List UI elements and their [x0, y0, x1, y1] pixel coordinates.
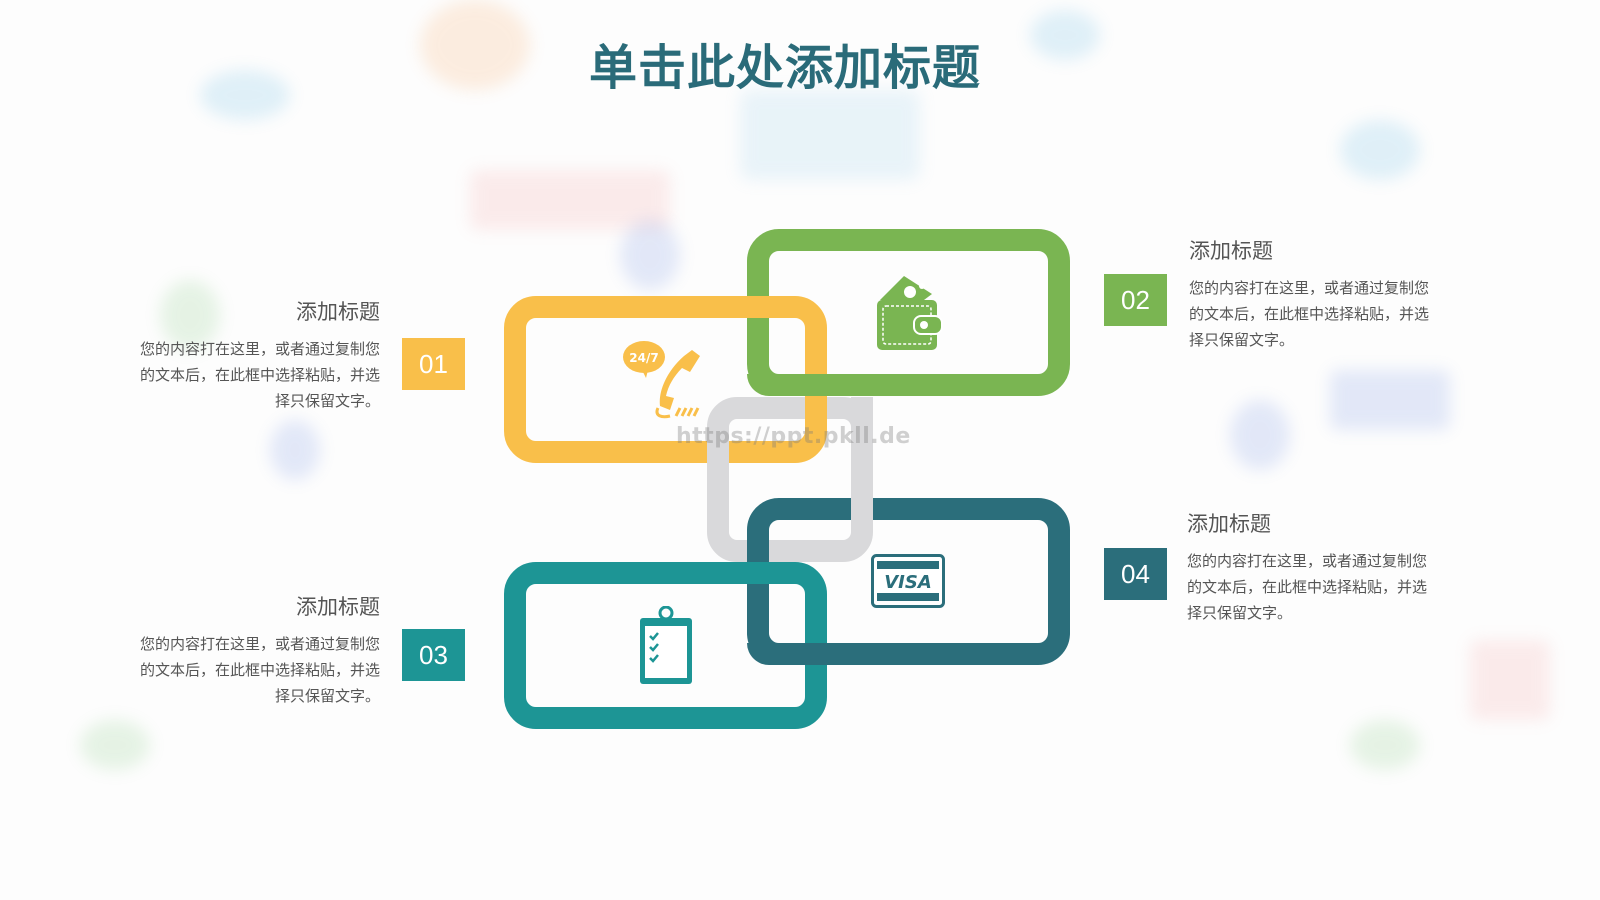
- text-block-03[interactable]: 添加标题 您的内容打在这里，或者通过复制您的文本后，在此框中选择粘贴，并选择只保…: [140, 591, 380, 709]
- background-decoration: [1330, 370, 1450, 430]
- visa-label: VISA: [884, 572, 932, 593]
- background-decoration: [80, 720, 150, 770]
- background-decoration: [420, 0, 530, 90]
- slide-title[interactable]: 单击此处添加标题: [588, 40, 981, 96]
- background-decoration: [1470, 640, 1550, 720]
- badge-04: 04: [1104, 548, 1167, 600]
- text-block-02[interactable]: 添加标题 您的内容打在这里，或者通过复制您的文本后，在此框中选择粘贴，并选择只保…: [1189, 235, 1429, 353]
- clipboard-checklist-icon: [638, 605, 694, 686]
- item-heading: 添加标题: [296, 300, 380, 324]
- ring-01: [504, 296, 827, 463]
- background-decoration: [1030, 10, 1100, 60]
- text-block-01[interactable]: 添加标题 您的内容打在这里，或者通过复制您的文本后，在此框中选择粘贴，并选择只保…: [140, 296, 380, 414]
- background-decoration: [470, 170, 670, 230]
- item-body: 您的内容打在这里，或者通过复制您的文本后，在此框中选择粘贴，并选择只保留文字。: [140, 340, 381, 410]
- item-body: 您的内容打在这里，或者通过复制您的文本后，在此框中选择粘贴，并选择只保留文字。: [1189, 279, 1430, 349]
- badge-01: 01: [402, 338, 465, 390]
- item-heading: 添加标题: [296, 595, 380, 619]
- ring-02-overlap: [747, 374, 827, 396]
- background-decoration: [1340, 120, 1420, 180]
- item-heading: 添加标题: [1189, 239, 1273, 263]
- ring-center-overlap: [851, 498, 873, 520]
- background-decoration: [200, 70, 290, 120]
- ring-04-overlap: [747, 643, 827, 665]
- wallet-icon: [874, 272, 944, 354]
- background-decoration: [740, 90, 920, 180]
- text-block-04[interactable]: 添加标题 您的内容打在这里，或者通过复制您的文本后，在此框中选择粘贴，并选择只保…: [1187, 508, 1427, 626]
- background-decoration: [620, 220, 680, 290]
- visa-card-icon: VISA: [871, 554, 945, 608]
- background-decoration: [1230, 400, 1290, 470]
- item-body: 您的内容打在这里，或者通过复制您的文本后，在此框中选择粘贴，并选择只保留文字。: [140, 635, 381, 705]
- watermark-text: https://ppt.pkll.de: [676, 424, 911, 449]
- ring-center-overlap: [707, 441, 729, 463]
- item-body: 您的内容打在这里，或者通过复制您的文本后，在此框中选择粘贴，并选择只保留文字。: [1187, 552, 1428, 622]
- badge-02: 02: [1104, 274, 1167, 326]
- background-decoration: [270, 420, 320, 480]
- ring-04: [747, 498, 1070, 665]
- phone-24-7-label: 24/7: [629, 351, 658, 365]
- background-decoration: [1350, 720, 1420, 770]
- badge-03: 03: [402, 629, 465, 681]
- phone-24-7-icon: 24/7: [620, 340, 710, 420]
- item-heading: 添加标题: [1187, 512, 1271, 536]
- ring-center-overlap: [851, 397, 873, 463]
- background-decoration: [160, 280, 220, 350]
